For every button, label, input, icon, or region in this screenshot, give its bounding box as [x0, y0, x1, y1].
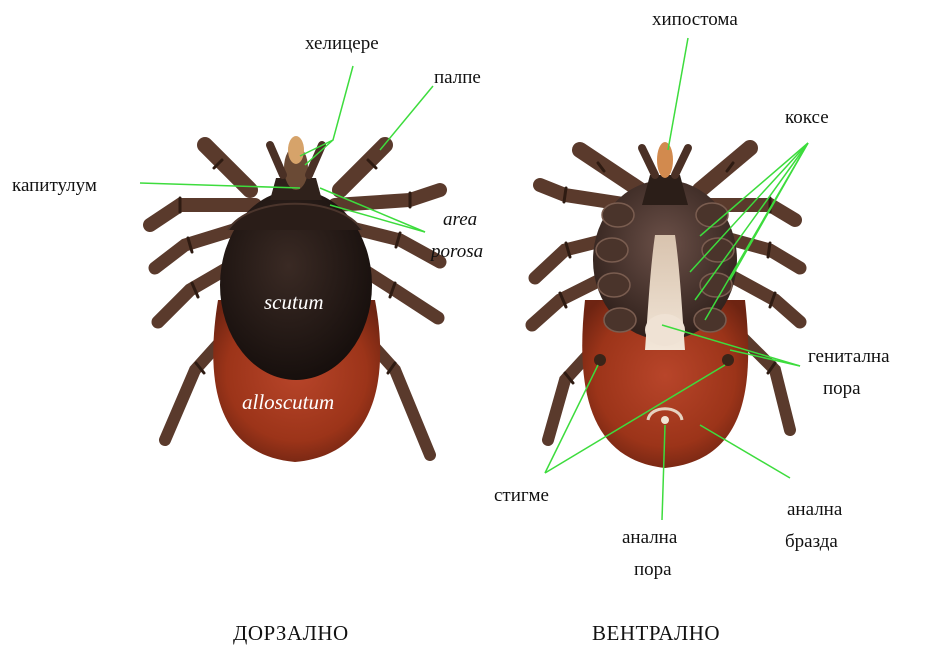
label-anal-pore-line1: анална: [622, 526, 677, 550]
label-anal-pore-line2: пора: [634, 558, 672, 582]
label-capitulum: капитулум: [12, 174, 97, 198]
label-genital-pore-line1: генитална: [808, 345, 890, 369]
caption-dorsal: ДОРЗАЛНО: [233, 621, 349, 646]
label-genital-pore-line2: пора: [823, 377, 861, 401]
label-alloscutum: alloscutum: [242, 390, 334, 414]
label-hypostome: хипостома: [652, 8, 738, 32]
label-coxae: коксе: [785, 106, 829, 130]
label-scutum: scutum: [264, 290, 324, 314]
label-palps: палпе: [434, 66, 481, 90]
label-stigmata: стигме: [494, 484, 549, 508]
label-chelicerae: хелицере: [305, 32, 379, 56]
label-area: area: [443, 208, 477, 232]
label-anal-groove-line2: бразда: [785, 530, 838, 554]
caption-ventral: ВЕНТРАЛНО: [592, 621, 720, 646]
label-porosa: porosa: [431, 240, 483, 264]
label-anal-groove-line1: анална: [787, 498, 842, 522]
